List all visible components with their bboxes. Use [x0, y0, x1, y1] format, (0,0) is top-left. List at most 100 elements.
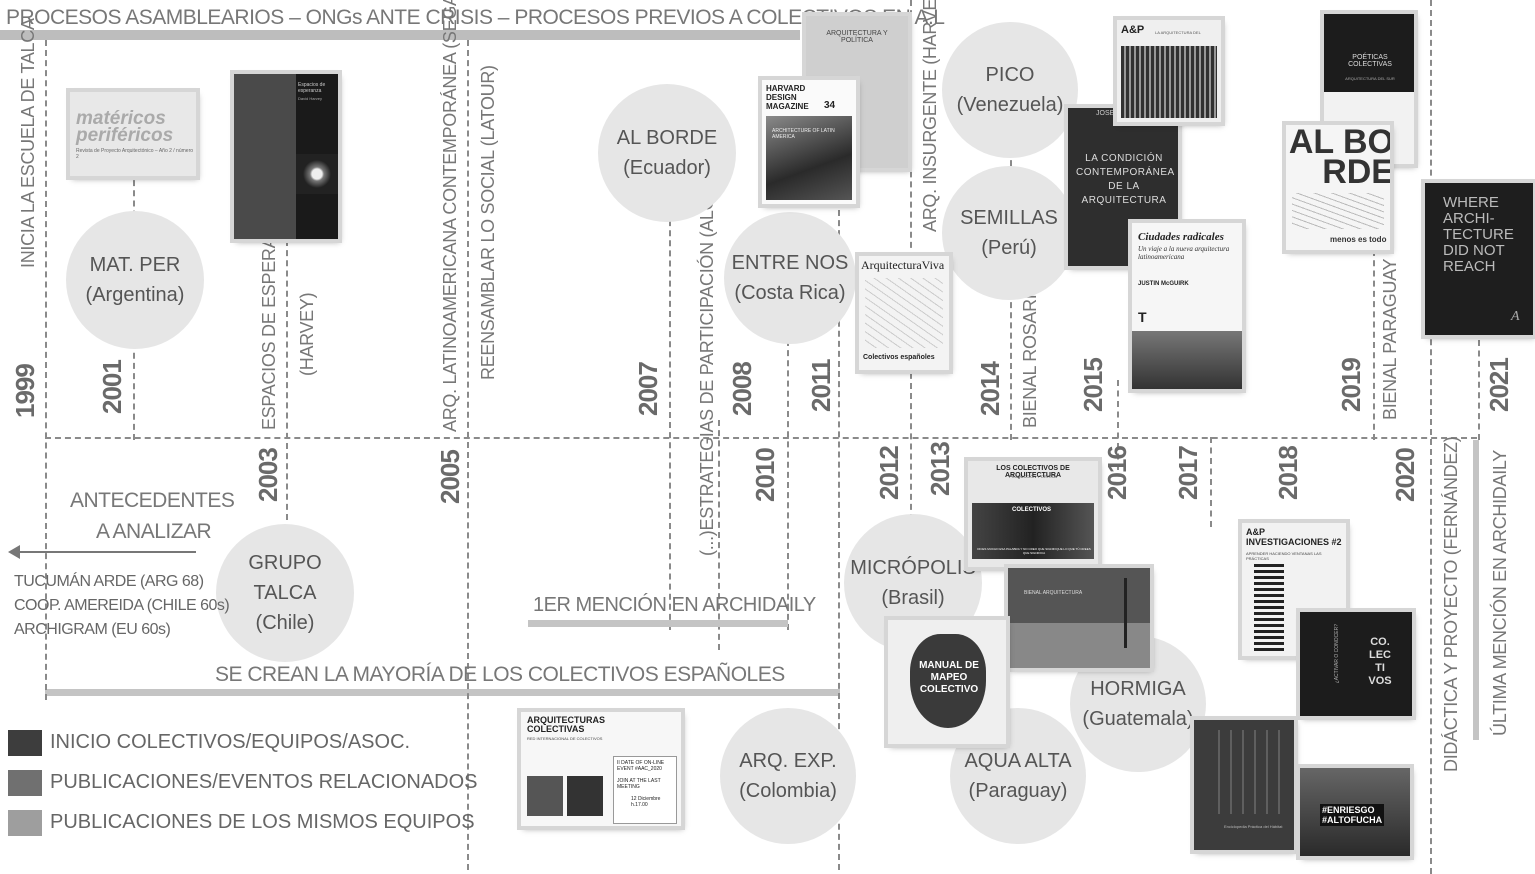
- cover-subtitle: PRODUCCIÓN Y CRÍTICA: [1008, 474, 1058, 479]
- circle-name: MICRÓPOLIS: [850, 557, 976, 579]
- mencion-label: 1ER MENCIÓN EN ARCHIDAILY: [533, 594, 816, 616]
- antecedentes-arrow-line: [18, 551, 196, 553]
- cover-subtitle: Revista de Proyecto Arquitectónico – Año…: [76, 148, 194, 160]
- circle-name: ARQ. EXP.: [739, 750, 837, 772]
- circle-mat-per: MAT. PER (Argentina): [66, 211, 204, 349]
- circle-grupo-talca: GRUPO TALCA (Chile): [216, 524, 354, 662]
- cover-subtitle: Un viaje a la nueva arquitectura latinoa…: [1138, 245, 1230, 261]
- antecedentes-line1: ANTECEDENTES: [70, 489, 235, 512]
- cover-subtitle: Colectivos españoles: [863, 354, 935, 361]
- legend-swatch-mismos: [8, 810, 42, 836]
- year-2020: 2020: [1390, 448, 1420, 502]
- cover-where-architecture: WHERE ARCHI- TECTURE DID NOT REACH A: [1425, 183, 1533, 335]
- cover-heart-shape: [910, 634, 986, 728]
- circle-entre-nos: ENTRE NOS (Costa Rica): [724, 212, 856, 344]
- grid-line-2005: [467, 40, 469, 870]
- legend-label-inicio: INICIO COLECTIVOS/EQUIPOS/ASOC.: [50, 731, 411, 753]
- cover-photo: [1132, 331, 1242, 389]
- circle-name: ENTRE NOS: [731, 252, 849, 274]
- cover-bienal-arquitectura: BIENAL ARQUITECTURA: [1008, 568, 1150, 668]
- circle-country: (Ecuador): [623, 157, 711, 179]
- cover-enciclopedia: Enciclopedia Práctica del Hábitat: [1194, 720, 1294, 850]
- label-insurgente: ARQ. INSURGENTE (HARVEY): [920, 0, 940, 232]
- circle-country: (Perú): [981, 237, 1037, 259]
- cover-publisher: T: [1138, 309, 1147, 325]
- antecedente-item-2: COOP. AMEREIDA (CHILE 60s): [14, 597, 230, 614]
- year-2005: 2005: [435, 450, 465, 504]
- cover-author: JUSTIN McGUIRK: [1138, 281, 1189, 287]
- circle-country: (Costa Rica): [734, 282, 846, 304]
- label-rosario: BIENAL ROSARIO: [1020, 280, 1040, 428]
- grid-line-2015: [1117, 380, 1119, 470]
- bottom-band: [45, 689, 840, 696]
- label-latour: REENSAMBLAR LO SOCIAL (LATOUR): [478, 65, 498, 380]
- label-inicia-talca: INICIA LA ESCUELA DE TALCA: [18, 18, 38, 268]
- label-segawa: ARQ. LATINOAMERICANA CONTEMPORÁNEA (SEGA…: [440, 0, 460, 432]
- circle-name: HORMIGA: [1090, 678, 1186, 700]
- grid-line-2021: [1478, 340, 1480, 440]
- cover-title: Enciclopedia Práctica del Hábitat: [1224, 824, 1283, 829]
- grid-line-2020: [1430, 0, 1432, 874]
- circle-semillas: SEMILLAS (Perú): [942, 166, 1076, 300]
- year-2007: 2007: [633, 362, 663, 416]
- circle-country: (Venezuela): [956, 94, 1064, 116]
- cover-title: WHERE ARCHI- TECTURE DID NOT REACH: [1443, 194, 1514, 275]
- antecedentes-line2: A ANALIZAR: [96, 520, 212, 543]
- cover-arquitecturas-colectivas: ARQUITECTURAS COLECTIVAS RED INTERNACION…: [521, 712, 681, 826]
- cover-enriesgo: #ENRIESGO #ALTOFUCHA: [1300, 768, 1410, 856]
- year-2019: 2019: [1336, 358, 1366, 412]
- cover-publisher: A: [1511, 309, 1520, 324]
- grid-line-2019: [1373, 250, 1375, 440]
- legend-swatch-publicaciones: [8, 770, 42, 796]
- circle-country: (Guatemala): [1082, 708, 1194, 730]
- year-2017: 2017: [1173, 446, 1203, 500]
- cover-subtitle: ARCHITECTURE OF LATIN AMERICA: [772, 128, 835, 140]
- antecedente-item-1: TUCUMÁN ARDE (ARG 68): [14, 573, 204, 590]
- cover-date: 12 Diciembre h.17.00: [631, 796, 661, 808]
- cover-espacios-esperanza: Espacios de esperanza David Harvey: [234, 74, 338, 239]
- legend-label-mismos: PUBLICACIONES DE LOS MISMOS EQUIPOS: [50, 811, 475, 833]
- circle-country: (Chile): [255, 612, 315, 634]
- cover-photo: [766, 116, 852, 200]
- cover-subtitle: LA ARQUITECTURA DEL: [1155, 30, 1201, 35]
- cover-figure: [1124, 578, 1127, 648]
- cover-matericos: matéricos periféricos Revista de Proyect…: [70, 92, 196, 176]
- year-2014: 2014: [975, 362, 1005, 416]
- cover-photo-b: [567, 776, 603, 816]
- cover-subtitle: RED INTERNACIONAL DE COLECTIVOS: [527, 736, 603, 741]
- cover-title: Ciudades radicales: [1138, 231, 1224, 243]
- circle-name: GRUPO TALCA: [248, 552, 322, 604]
- cover-manual-mapeo: MANUAL DE MAPEO COLECTIVO: [888, 620, 1006, 744]
- middle-grid-line: [45, 437, 1477, 439]
- cover-ciudades-radicales: Ciudades radicales Un viaje a la nueva a…: [1132, 223, 1242, 389]
- espanoles-label: SE CREAN LA MAYORÍA DE LOS COLECTIVOS ES…: [215, 663, 785, 686]
- legend-swatch-inicio: [8, 730, 42, 756]
- cover-subtitle: menos es todo: [1330, 235, 1387, 244]
- cover-title: A&P: [1121, 24, 1145, 36]
- circle-pico: PICO (Venezuela): [942, 22, 1078, 158]
- year-2018: 2018: [1273, 446, 1303, 500]
- grid-line-2008: [718, 420, 720, 650]
- cover-photo-a: [527, 776, 563, 816]
- cover-label: COLECTIVOS: [1012, 507, 1052, 513]
- year-1999: 1999: [10, 364, 40, 418]
- grid-line-2007: [669, 210, 671, 630]
- label-ultima-mencion: ÚLTIMA MENCIÓN EN ARCHIDAILY: [1490, 450, 1510, 736]
- cover-grid-pattern: [1208, 730, 1280, 814]
- grid-line-2003: [286, 240, 288, 520]
- cover-title: MANUAL DE MAPEO COLECTIVO: [919, 660, 979, 695]
- cover-join: JOIN AT THE LAST MEETING: [617, 778, 661, 790]
- grid-line-2017: [1210, 437, 1212, 527]
- cover-title: A&P INVESTIGACIONES #2: [1246, 527, 1342, 547]
- label-bienal-paraguay: BIENAL PARAGUAY: [1380, 258, 1400, 420]
- circle-name: AL BORDE: [616, 127, 718, 149]
- circle-country: (Colombia): [739, 780, 837, 802]
- cover-subtitle: ¿ACTIVAR O CONOCER?: [1334, 624, 1340, 684]
- arrow-left-icon: [8, 545, 20, 559]
- grid-line-2011: [838, 200, 840, 870]
- circle-name: AQUA ALTA: [964, 750, 1072, 772]
- circle-country: (Paraguay): [968, 780, 1068, 802]
- header-title: PROCESOS ASAMBLEARIOS – ONGs ANTE CRISIS…: [6, 6, 945, 29]
- cover-title: ARQUITECTURA Y POLÍTICA: [826, 30, 888, 44]
